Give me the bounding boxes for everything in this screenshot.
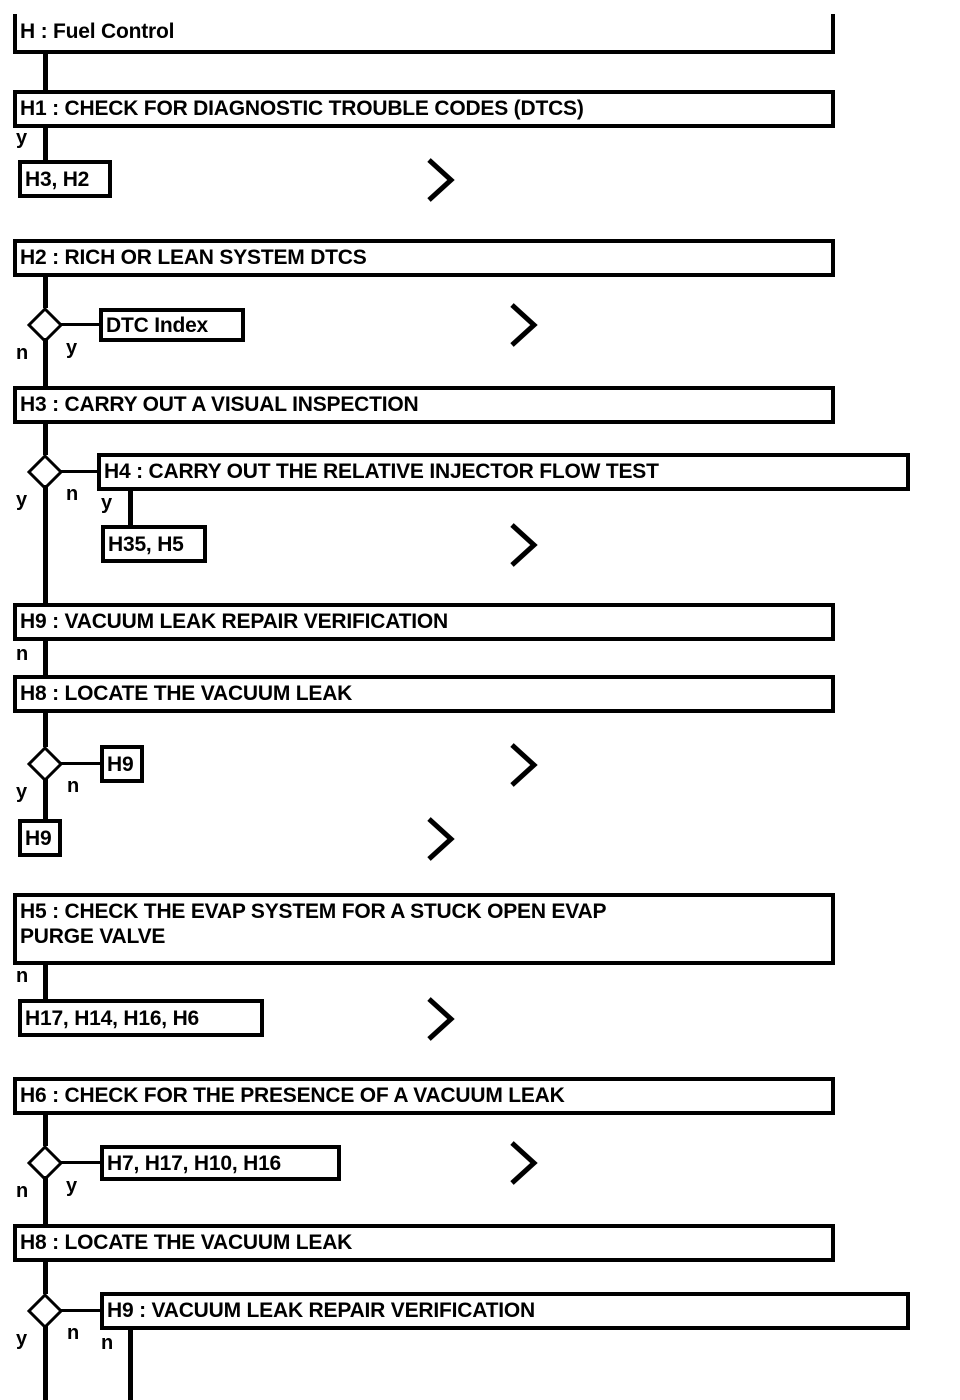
chevron-icon-3 [508, 522, 538, 568]
branch-label-H9b-n: n [101, 1332, 114, 1354]
branch-label-H3-n: n [66, 483, 79, 505]
ref-label-h17-h14-h16-h6: H17, H14, H16, H6 [25, 1006, 200, 1030]
ref-box-h7-h17-h10-h16[interactable]: H7, H17, H10, H16 [100, 1145, 341, 1181]
branch-label-H4-y: y [101, 492, 113, 514]
connector-H8a-to-decision [43, 711, 48, 747]
step-box-H9-b[interactable]: H9 : VACUUM LEAK REPAIR VERIFICATION [100, 1292, 910, 1330]
step-box-H8-a[interactable]: H8 : LOCATE THE VACUUM LEAK [13, 675, 835, 713]
step-label-H8-a: H8 : LOCATE THE VACUUM LEAK [20, 681, 353, 705]
step-label-H8-b: H8 : LOCATE THE VACUUM LEAK [20, 1230, 353, 1254]
branch-label-H1-y: y [16, 127, 28, 149]
step-box-H1[interactable]: H1 : CHECK FOR DIAGNOSTIC TROUBLE CODES … [13, 90, 835, 128]
branch-label-H2-n: n [16, 342, 29, 364]
chevron-icon-7 [508, 1140, 538, 1186]
connector-H3-to-decision [43, 422, 48, 455]
ref-box-h9-yes[interactable]: H9 [18, 819, 62, 857]
step-label-H9-b: H9 : VACUUM LEAK REPAIR VERIFICATION [107, 1298, 535, 1322]
connector-H8b-to-decision [43, 1260, 48, 1294]
ref-box-h3-h2[interactable]: H3, H2 [18, 160, 112, 198]
branch-label-H8a-n: n [67, 775, 80, 797]
step-box-H[interactable]: H : Fuel Control [13, 14, 835, 54]
connector-H9a-to-H8a [43, 639, 48, 676]
step-label-H5: H5 : CHECK THE EVAP SYSTEM FOR A STUCK O… [20, 900, 607, 948]
step-box-H3[interactable]: H3 : CARRY OUT A VISUAL INSPECTION [13, 386, 835, 424]
branch-label-H8b-y: y [16, 1328, 28, 1350]
step-box-H2[interactable]: H2 : RICH OR LEAN SYSTEM DTCS [13, 239, 835, 277]
connector-H6-yes [60, 1161, 101, 1164]
branch-label-H3-y: y [16, 489, 28, 511]
branch-label-H6-n: n [16, 1180, 29, 1202]
ref-box-h35-h5[interactable]: H35, H5 [101, 525, 207, 563]
ref-box-h9-no[interactable]: H9 [100, 745, 144, 783]
ref-label-h35-h5: H35, H5 [108, 532, 184, 556]
step-label-H3: H3 : CARRY OUT A VISUAL INSPECTION [20, 392, 419, 416]
chevron-icon-1 [425, 157, 455, 203]
step-label-H1: H1 : CHECK FOR DIAGNOSTIC TROUBLE CODES … [20, 96, 584, 120]
decision-diamond-H8-a[interactable] [27, 746, 63, 782]
ref-label-h9-yes: H9 [25, 826, 52, 850]
connector-H8a-yes-to-ref [43, 778, 48, 820]
ref-box-h17-h14-h16-h6[interactable]: H17, H14, H16, H6 [18, 999, 264, 1037]
branch-label-H9a-n: n [16, 643, 29, 665]
decision-diamond-H8-b[interactable] [27, 1293, 63, 1329]
step-box-H6[interactable]: H6 : CHECK FOR THE PRESENCE OF A VACUUM … [13, 1077, 835, 1115]
connector-H2-no-to-H3 [43, 338, 48, 386]
branch-label-H5-n: n [16, 965, 29, 987]
connector-H6-no-to-H8b [43, 1176, 48, 1224]
ref-label-h7-h17-h10-h16: H7, H17, H10, H16 [107, 1151, 282, 1175]
step-box-H9-a[interactable]: H9 : VACUUM LEAK REPAIR VERIFICATION [13, 603, 835, 641]
chevron-icon-4 [508, 742, 538, 788]
ref-label-h3-h2: H3, H2 [25, 167, 90, 191]
connector-H6-to-decision [43, 1113, 48, 1146]
step-label-H2: H2 : RICH OR LEAN SYSTEM DTCS [20, 245, 367, 269]
connector-H9b-no-offpage [128, 1328, 133, 1400]
connector-H4-to-ref [128, 489, 133, 527]
step-box-H8-b[interactable]: H8 : LOCATE THE VACUUM LEAK [13, 1224, 835, 1262]
connector-H8b-no [60, 1309, 101, 1312]
step-label-H9-a: H9 : VACUUM LEAK REPAIR VERIFICATION [20, 609, 448, 633]
branch-label-H6-y: y [66, 1175, 78, 1197]
connector-H2-to-decision [43, 275, 48, 308]
chevron-icon-5 [425, 816, 455, 862]
step-label-H4: H4 : CARRY OUT THE RELATIVE INJECTOR FLO… [104, 459, 659, 483]
connector-H8b-yes-offpage [43, 1325, 48, 1400]
connector-H2-yes [60, 323, 100, 326]
ref-label-dtc-index: DTC Index [106, 313, 209, 337]
connector-H5-to-ref [43, 963, 48, 1000]
branch-label-H2-y: y [66, 337, 78, 359]
step-label-H: H : Fuel Control [20, 19, 175, 43]
chevron-icon-2 [508, 302, 538, 348]
connector-H-to-H1 [43, 52, 48, 90]
chevron-icon-6 [425, 996, 455, 1042]
connector-H8a-no [60, 762, 101, 765]
connector-H3-yes-to-H9a [43, 485, 48, 603]
ref-box-dtc-index[interactable]: DTC Index [99, 308, 245, 342]
step-box-H4[interactable]: H4 : CARRY OUT THE RELATIVE INJECTOR FLO… [97, 453, 910, 491]
branch-label-H8a-y: y [16, 781, 28, 803]
ref-label-h9-no: H9 [107, 752, 134, 776]
connector-H3-no [60, 470, 100, 473]
connector-H1-to-ref [43, 126, 48, 162]
step-box-H5[interactable]: H5 : CHECK THE EVAP SYSTEM FOR A STUCK O… [13, 893, 835, 965]
branch-label-H8b-n: n [67, 1322, 80, 1344]
step-label-H6: H6 : CHECK FOR THE PRESENCE OF A VACUUM … [20, 1083, 565, 1107]
